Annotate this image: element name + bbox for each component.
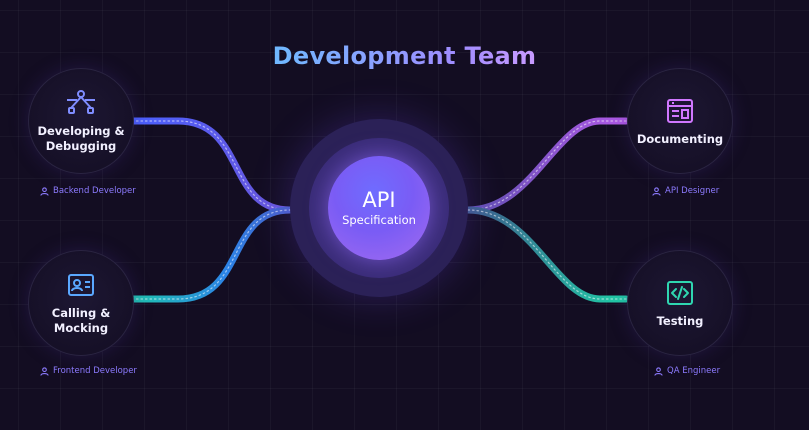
node-label: Testing — [656, 313, 704, 328]
wire-developing — [128, 117, 294, 214]
hub-subtitle: Specification — [342, 213, 416, 227]
code-icon — [667, 280, 693, 305]
user-icon — [40, 186, 49, 196]
wire-testing — [464, 206, 630, 303]
hub-title: API — [362, 188, 396, 212]
role-api-designer: API Designer — [652, 186, 719, 196]
node-label: Calling & Mocking — [51, 306, 111, 335]
id-card-icon — [68, 274, 94, 296]
node-testing[interactable]: Testing — [627, 250, 733, 356]
node-developing[interactable]: Developing & Debugging — [28, 68, 134, 174]
node-documenting[interactable]: Documenting — [627, 68, 733, 174]
document-window-icon — [667, 98, 693, 123]
nodes-icon — [67, 90, 95, 114]
user-icon — [40, 366, 49, 376]
user-icon — [652, 186, 661, 196]
api-hub[interactable]: API Specification — [328, 156, 430, 260]
node-label: Documenting — [636, 131, 724, 146]
role-frontend: Frontend Developer — [40, 366, 137, 376]
page-title: Development Team — [272, 42, 537, 70]
role-qa: QA Engineer — [654, 366, 720, 376]
wire-calling — [128, 206, 294, 303]
node-calling[interactable]: Calling & Mocking — [28, 250, 134, 356]
user-icon — [654, 366, 663, 376]
role-backend: Backend Developer — [40, 186, 136, 196]
node-label: Developing & Debugging — [37, 124, 125, 153]
wire-documenting — [464, 117, 630, 214]
